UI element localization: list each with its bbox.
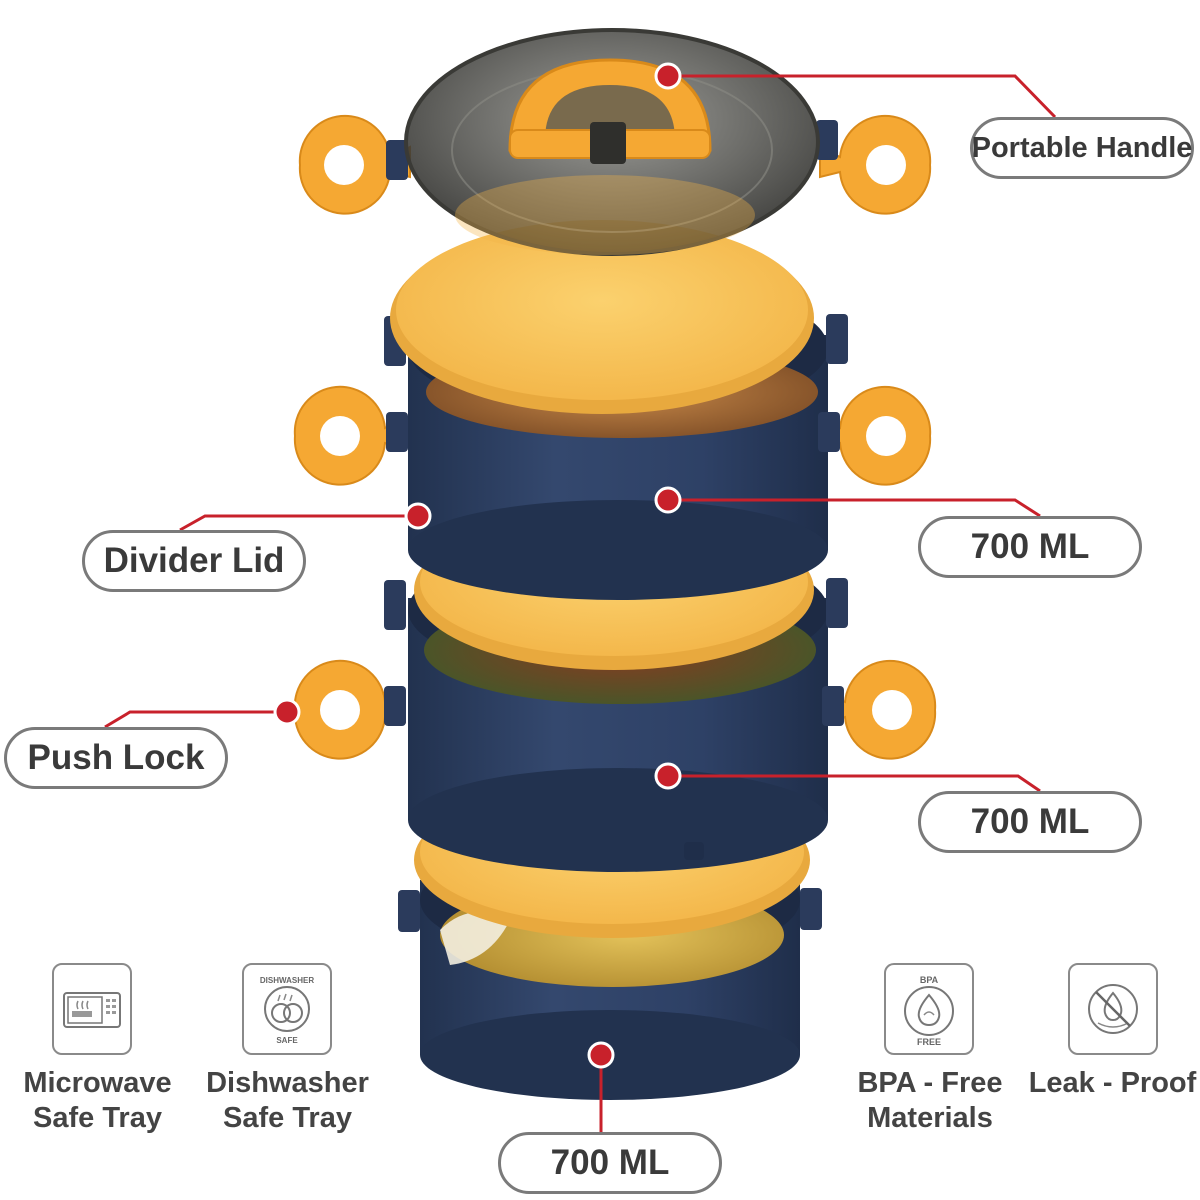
svg-text:DISHWASHER: DISHWASHER (260, 976, 314, 985)
callout-dots (273, 62, 682, 1069)
bpa-free-icon: BPA FREE (884, 963, 974, 1055)
microwave-safe-label: Microwave Safe Tray (23, 1067, 172, 1134)
callout-divider-lid: Divider Lid (82, 530, 306, 592)
callout-portable-handle: Portable Handle (970, 117, 1194, 179)
callout-capacity-bottom: 700 ML (498, 1132, 722, 1194)
divider-lid-top (390, 220, 814, 414)
leak-proof-icon (1068, 963, 1158, 1055)
transparent-top-lid (404, 28, 820, 256)
svg-text:FREE: FREE (917, 1037, 941, 1047)
svg-text:BPA: BPA (920, 975, 939, 985)
side-handles (293, 114, 937, 760)
bpa-free-label: BPA - Free Materials (857, 1067, 1003, 1134)
callout-push-lock: Push Lock (4, 727, 228, 789)
microwave-icon (52, 963, 132, 1055)
dishwasher-icon: DISHWASHER SAFE (242, 963, 332, 1055)
callout-capacity-top: 700 ML (918, 516, 1142, 578)
dishwasher-safe-label: Dishwasher Safe Tray (206, 1067, 369, 1134)
svg-text:SAFE: SAFE (276, 1036, 298, 1045)
leak-proof-label: Leak - Proof (1028, 1067, 1197, 1099)
callout-capacity-middle: 700 ML (918, 791, 1142, 853)
